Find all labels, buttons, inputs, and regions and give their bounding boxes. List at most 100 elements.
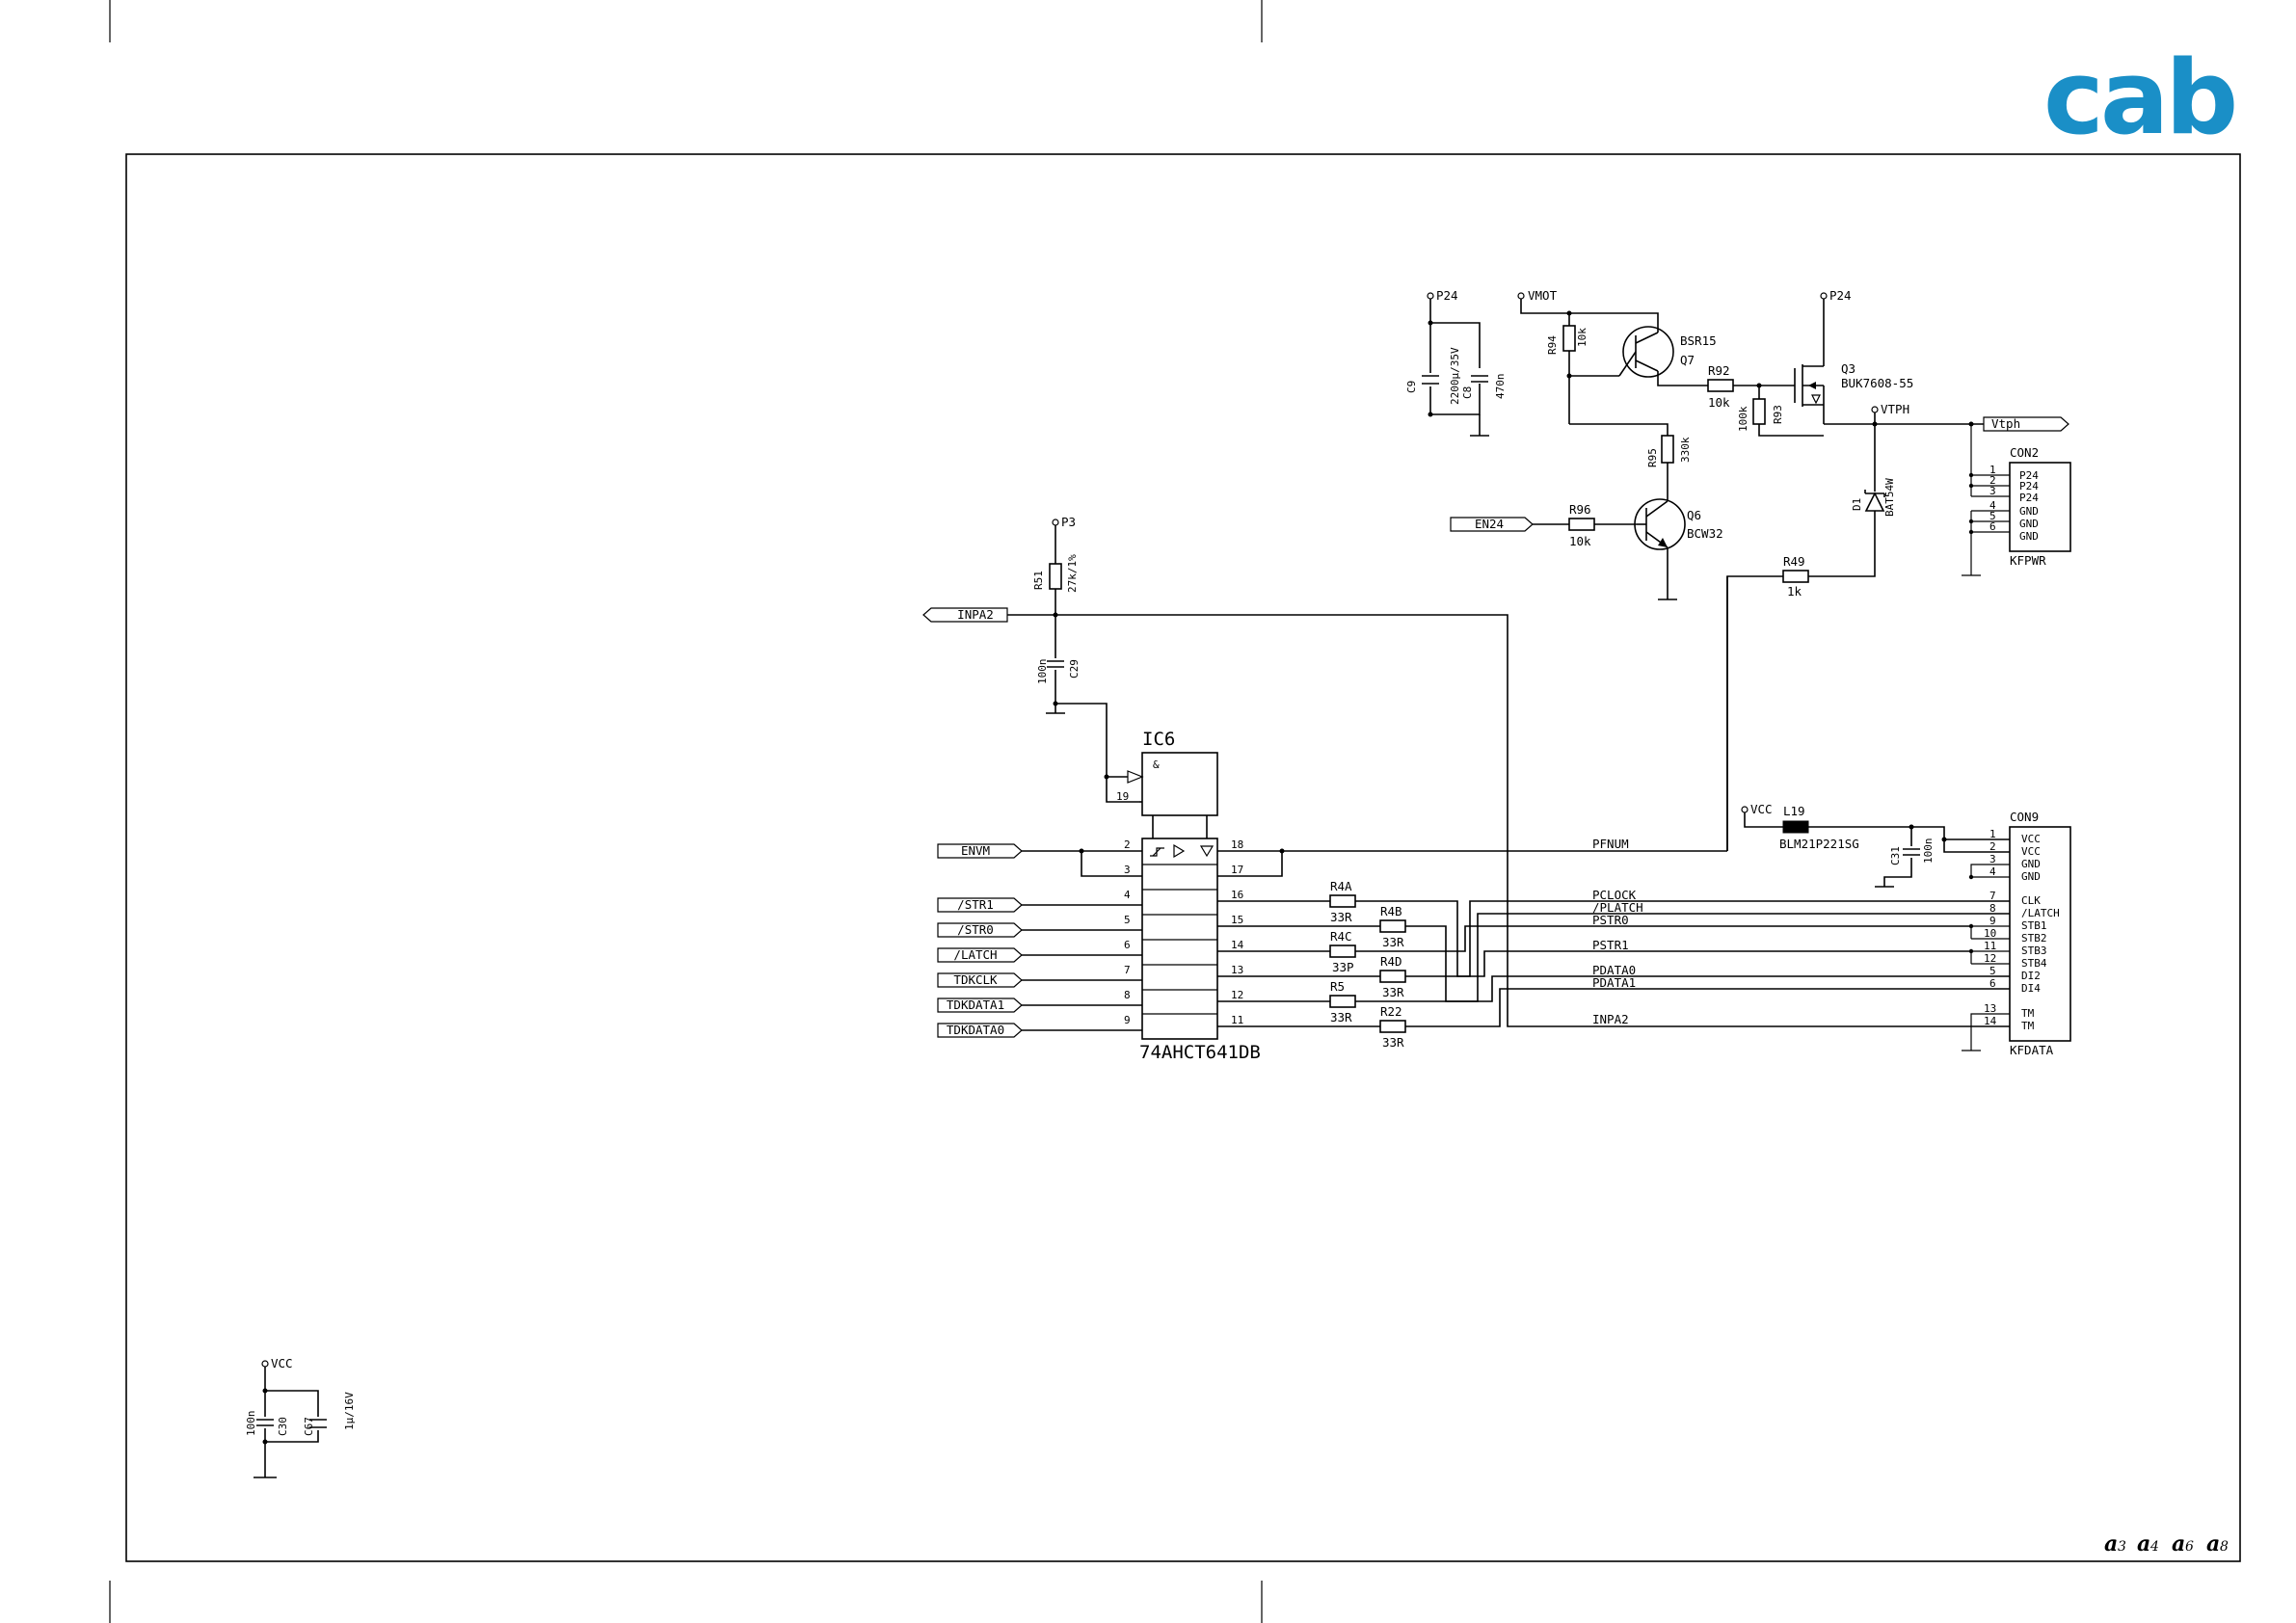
svg-text:CLK: CLK xyxy=(2021,894,2041,907)
svg-text:100n: 100n xyxy=(1036,659,1049,685)
svg-text:Q7: Q7 xyxy=(1680,353,1695,367)
svg-text:R93: R93 xyxy=(1772,405,1784,424)
svg-text:BUK7608-55: BUK7608-55 xyxy=(1841,376,1913,390)
svg-text:TM: TM xyxy=(2021,1020,2035,1032)
svg-text:2: 2 xyxy=(1989,840,1996,853)
svg-text:3: 3 xyxy=(1989,853,1996,865)
svg-text:14: 14 xyxy=(1231,939,1244,951)
svg-text:33R: 33R xyxy=(1382,1035,1404,1050)
svg-text:2: 2 xyxy=(1124,838,1131,851)
svg-text:3: 3 xyxy=(1989,485,1996,497)
svg-text:VCC: VCC xyxy=(1750,802,1773,816)
svg-text:19: 19 xyxy=(1116,790,1129,803)
con9-connector: CON9 KFDATA 1 2 3 4 7 8 9 10 11 12 5 6 1… xyxy=(1660,810,2071,1057)
svg-text:/STR1: /STR1 xyxy=(957,897,994,912)
svg-text:PDATA0: PDATA0 xyxy=(1592,963,1636,977)
svg-text:C67: C67 xyxy=(303,1417,315,1436)
svg-text:5: 5 xyxy=(1989,510,1996,522)
svg-text:INPA2: INPA2 xyxy=(957,607,994,622)
svg-text:GND: GND xyxy=(2019,505,2039,518)
svg-text:PFNUM: PFNUM xyxy=(1592,837,1629,851)
vcc-decoupling-block: VCC 100n C30 C67 1µ/16V xyxy=(245,1356,356,1478)
svg-text:D1: D1 xyxy=(1851,498,1863,511)
svg-text:13: 13 xyxy=(1231,964,1243,976)
svg-text:4: 4 xyxy=(1989,499,1996,512)
svg-text:BSR15: BSR15 xyxy=(1680,333,1717,348)
svg-text:33R: 33R xyxy=(1382,935,1404,949)
svg-text:PCLOCK: PCLOCK xyxy=(1592,888,1637,902)
svg-text:&: & xyxy=(1153,758,1160,771)
svg-text:12: 12 xyxy=(1231,989,1243,1001)
svg-text:PSTR1: PSTR1 xyxy=(1592,938,1629,952)
svg-text:R92: R92 xyxy=(1708,363,1730,378)
svg-text:R4C: R4C xyxy=(1330,929,1352,944)
svg-text:a: a xyxy=(2104,1531,2118,1556)
svg-text:33P: 33P xyxy=(1332,960,1354,974)
svg-text:16: 16 xyxy=(1231,889,1243,901)
svg-text:470n: 470n xyxy=(1494,374,1507,400)
svg-text:8: 8 xyxy=(1124,989,1131,1001)
svg-text:10k: 10k xyxy=(1569,534,1591,548)
svg-text:GND: GND xyxy=(2019,530,2039,543)
svg-text:6: 6 xyxy=(1989,977,1996,990)
ic6-buffer: IC6 & 19 74AHCT641DB 2 3 4 5 6 7 8 9 18 … xyxy=(1116,729,1261,1063)
svg-text:9: 9 xyxy=(1124,1014,1131,1026)
svg-text:VCC: VCC xyxy=(2021,845,2041,858)
inpa2-input-block: P3 R51 27k/1% INPA2 100n C29 xyxy=(922,515,1660,1027)
svg-text:2200µ/35V: 2200µ/35V xyxy=(1449,347,1461,405)
svg-text:R96: R96 xyxy=(1569,502,1591,517)
svg-text:11: 11 xyxy=(1984,940,1996,952)
vcc-filter-block: VCC L19 BLM21P221SG C31 100n xyxy=(1741,802,2010,888)
svg-text:6: 6 xyxy=(1124,939,1131,951)
svg-text:R94: R94 xyxy=(1546,335,1559,355)
svg-text:/STR0: /STR0 xyxy=(957,922,994,937)
svg-text:5: 5 xyxy=(1989,965,1996,977)
svg-text:BLM21P221SG: BLM21P221SG xyxy=(1779,837,1859,851)
svg-text:100n: 100n xyxy=(245,1411,257,1437)
svg-text:C31: C31 xyxy=(1889,846,1902,865)
svg-text:74AHCT641DB: 74AHCT641DB xyxy=(1139,1042,1261,1063)
svg-text:P24: P24 xyxy=(1829,288,1852,303)
svg-text:DI2: DI2 xyxy=(2021,970,2041,982)
svg-text:P24: P24 xyxy=(2019,492,2039,504)
svg-text:6: 6 xyxy=(1989,520,1996,533)
svg-text:1k: 1k xyxy=(1787,584,1802,599)
svg-text:R4B: R4B xyxy=(1380,904,1402,918)
svg-text:14: 14 xyxy=(1984,1015,1997,1027)
svg-text:a: a xyxy=(2172,1531,2185,1556)
svg-text:7: 7 xyxy=(1124,964,1131,976)
svg-text:C9: C9 xyxy=(1405,381,1418,393)
svg-text:CON9: CON9 xyxy=(2010,810,2039,824)
svg-text:Q6: Q6 xyxy=(1687,508,1701,522)
svg-text:STB1: STB1 xyxy=(2021,919,2047,932)
svg-text:15: 15 xyxy=(1231,914,1243,926)
svg-text:2: 2 xyxy=(1989,474,1996,487)
svg-text:VCC: VCC xyxy=(271,1356,293,1370)
ic6-input-wires xyxy=(1022,848,1142,1031)
vtph-block: VTPH D1 BAT54W R49 1k Vtph xyxy=(1726,402,2069,851)
svg-text:4: 4 xyxy=(1989,865,1996,878)
svg-text:BCW32: BCW32 xyxy=(1687,526,1723,541)
svg-text:a: a xyxy=(2206,1531,2220,1556)
cab-logo: cab xyxy=(2043,39,2234,157)
vmot-switch-block: VMOT R94 10k BSR15 Q7 R92 10k 100k R93 P… xyxy=(1517,288,1913,501)
svg-text:PDATA1: PDATA1 xyxy=(1592,975,1636,990)
svg-text:P24: P24 xyxy=(2019,480,2039,492)
svg-text:3: 3 xyxy=(1124,864,1131,876)
con2-connector: CON2 KFPWR 1 2 3 4 5 6 P24 P24 P24 GND G… xyxy=(1962,424,2071,576)
svg-text:TDKDATA0: TDKDATA0 xyxy=(947,1023,1004,1037)
svg-text:10k: 10k xyxy=(1708,395,1730,410)
svg-text:33R: 33R xyxy=(1382,985,1404,999)
svg-text:KFDATA: KFDATA xyxy=(2010,1043,2054,1057)
svg-text:KFPWR: KFPWR xyxy=(2010,553,2046,568)
svg-text:R4D: R4D xyxy=(1380,954,1402,969)
svg-text:STB2: STB2 xyxy=(2021,932,2047,945)
svg-text:BAT54W: BAT54W xyxy=(1883,478,1896,517)
svg-text:R22: R22 xyxy=(1380,1004,1402,1019)
svg-text:DI4: DI4 xyxy=(2021,982,2041,995)
svg-text:IC6: IC6 xyxy=(1142,729,1175,750)
svg-text:1: 1 xyxy=(1989,828,1996,840)
svg-text:C29: C29 xyxy=(1068,659,1081,678)
svg-text:TDKCLK: TDKCLK xyxy=(953,972,998,987)
